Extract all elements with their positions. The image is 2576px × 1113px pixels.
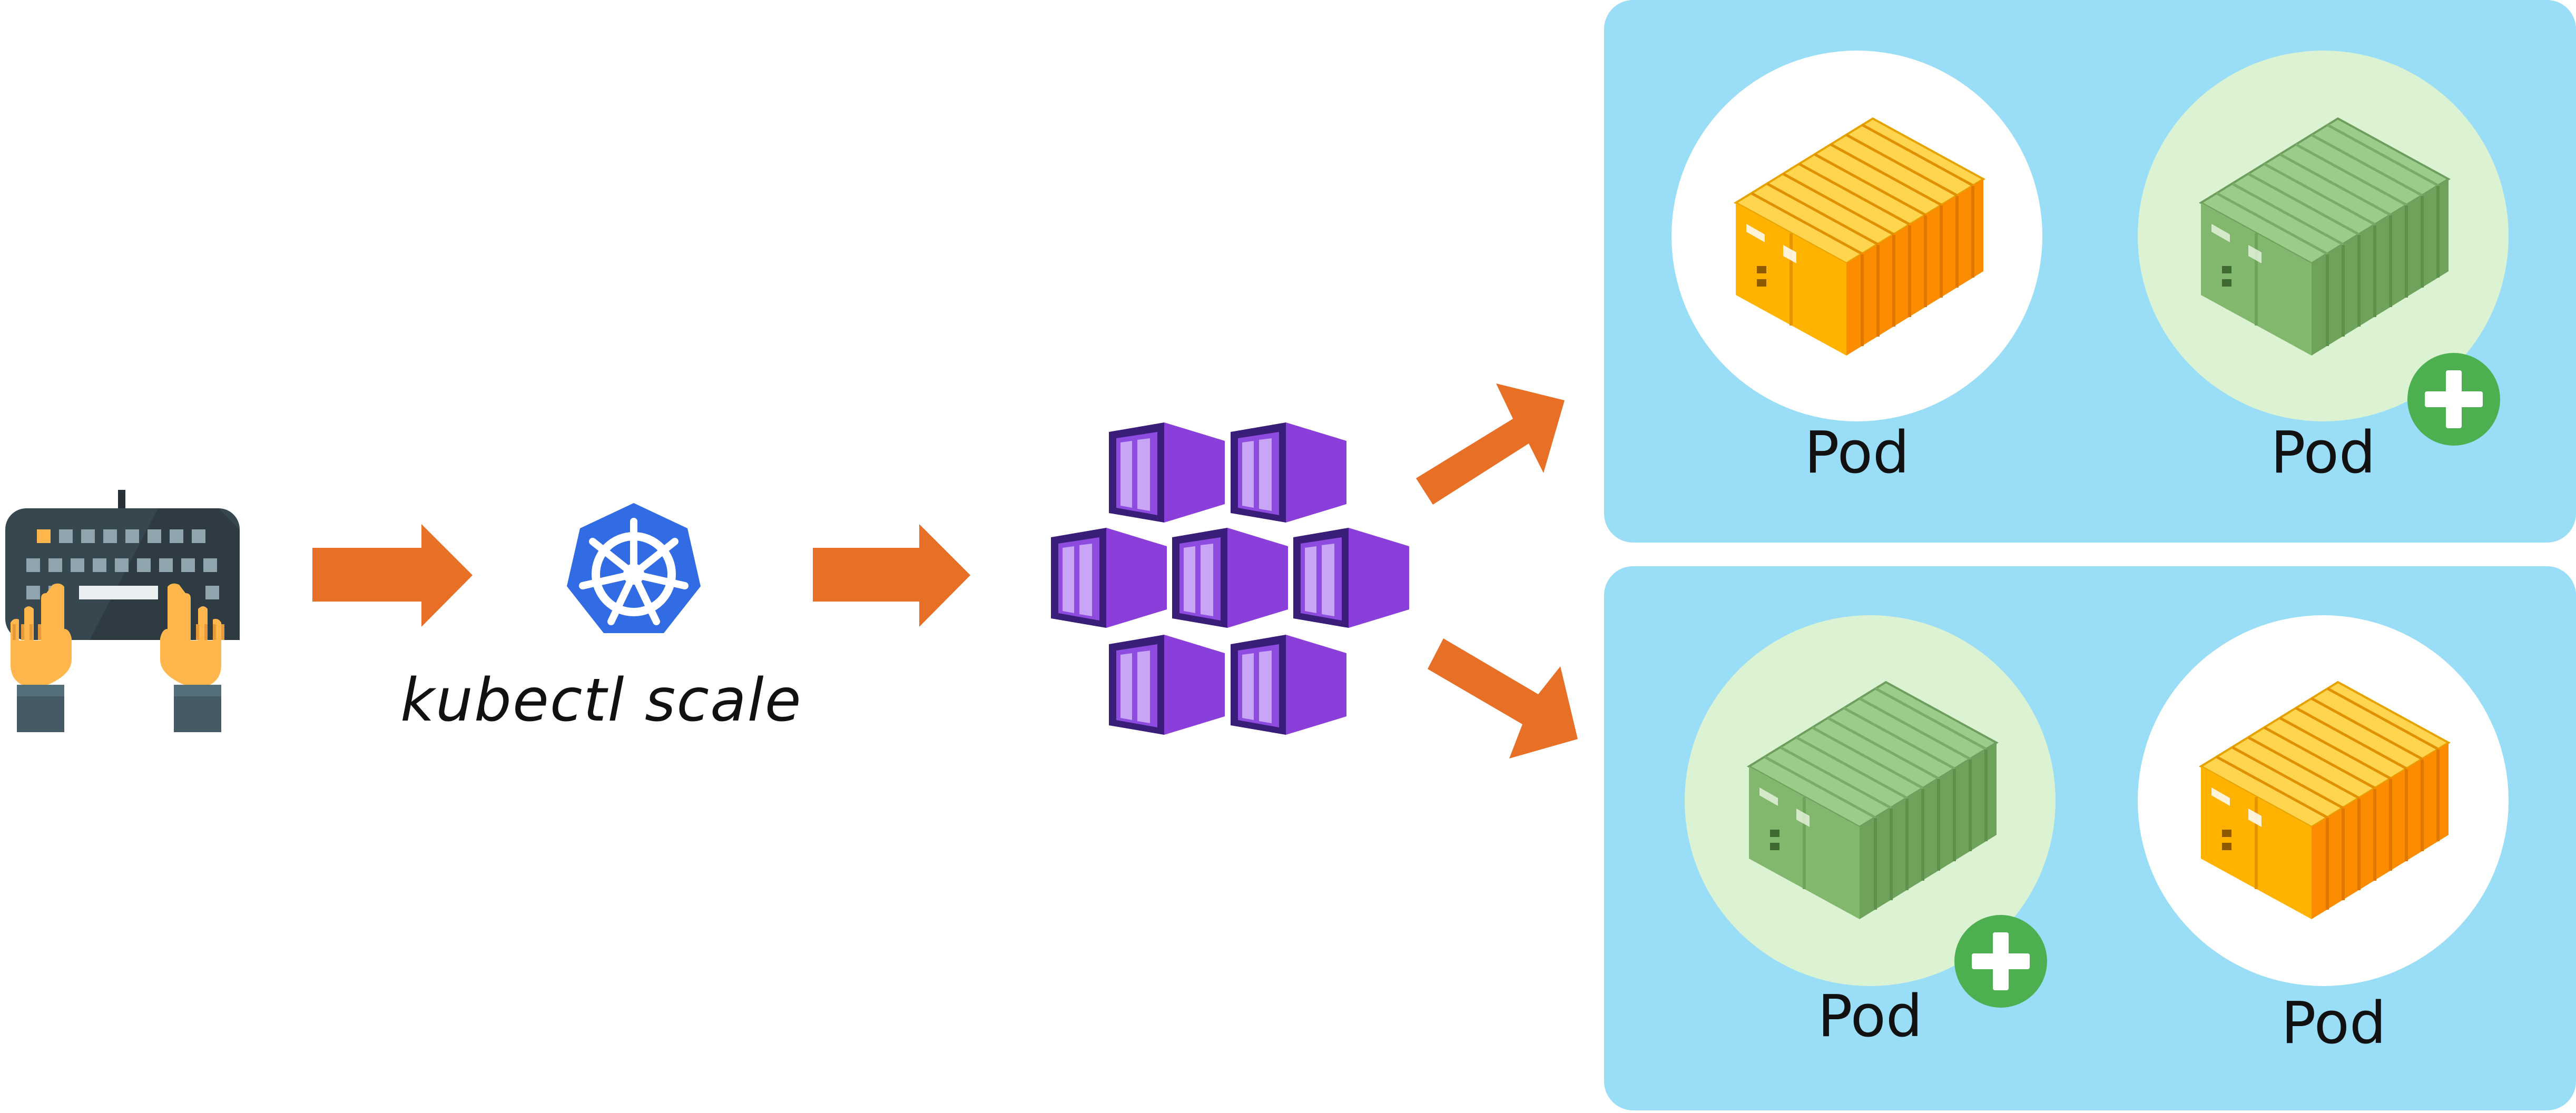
pod-label: Pod bbox=[1804, 419, 1910, 486]
arrow-right-1 bbox=[312, 524, 473, 627]
keyboard-hands-icon bbox=[5, 490, 240, 732]
pod-label: Pod bbox=[2270, 419, 2376, 486]
arrow-down-right bbox=[1428, 638, 1578, 759]
kubernetes-icon bbox=[567, 503, 701, 633]
container-registry-icon bbox=[1051, 422, 1409, 735]
command-label: kubectl scale bbox=[400, 666, 802, 735]
pod-label: Pod bbox=[2281, 989, 2386, 1057]
arrow-up-right bbox=[1416, 383, 1565, 505]
pod-label: Pod bbox=[1817, 982, 1923, 1050]
arrow-right-2 bbox=[813, 524, 970, 627]
